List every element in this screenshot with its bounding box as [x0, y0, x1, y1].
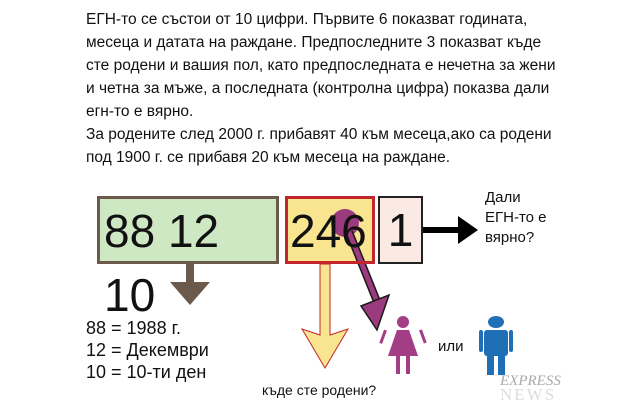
explain-line: 10 = 10-ти ден	[86, 362, 207, 382]
note-line: под 1900 г. се прибавя 20 към месеца на …	[86, 149, 451, 166]
intro-line: и четна за мъже, а последната (контролна…	[86, 80, 550, 97]
intro-text: ЕГН-то се състои от 10 цифри. Първите 6 …	[86, 8, 626, 123]
brown-arrow	[170, 264, 210, 305]
check-question: Дали ЕГН-то е вярно?	[485, 188, 547, 248]
intro-line: месеца и датата на раждане. Предпоследни…	[86, 34, 542, 51]
explain-line: 12 = Декември	[86, 340, 209, 360]
male-icon	[479, 316, 513, 375]
intro-line: сте родени и вашия пол, като предпоследн…	[86, 57, 556, 74]
question-line: вярно?	[485, 229, 535, 246]
right-arrow	[423, 216, 478, 244]
region-digits-box: 246	[285, 196, 375, 264]
date-digits-box: 88 12 10	[97, 196, 279, 321]
where-born-label: къде сте родени?	[262, 382, 377, 398]
watermark-logo: EXPRESS NEWS	[500, 373, 561, 404]
intro-line: ЕГН-то се състои от 10 цифри. Първите 6 …	[86, 11, 528, 28]
intro-line: егн-то е вярно.	[86, 103, 194, 120]
or-label: или	[438, 338, 464, 355]
check-digit-box: 1	[378, 196, 423, 264]
date-explanation: 88 = 1988 г. 12 = Декември 10 = 10-ти де…	[86, 317, 209, 383]
watermark-line: NEWS	[500, 385, 557, 404]
magenta-arrow	[331, 209, 391, 332]
question-line: ЕГН-то е	[485, 209, 547, 226]
question-line: Дали	[485, 189, 521, 206]
female-icon	[379, 316, 427, 374]
yellow-arrow	[300, 263, 350, 369]
note-line: За родените след 2000 г. прибавят 40 към…	[86, 126, 552, 143]
explain-line: 88 = 1988 г.	[86, 318, 181, 338]
watermark-line: EXPRESS	[500, 373, 561, 389]
note-text: За родените след 2000 г. прибавят 40 към…	[86, 123, 626, 169]
